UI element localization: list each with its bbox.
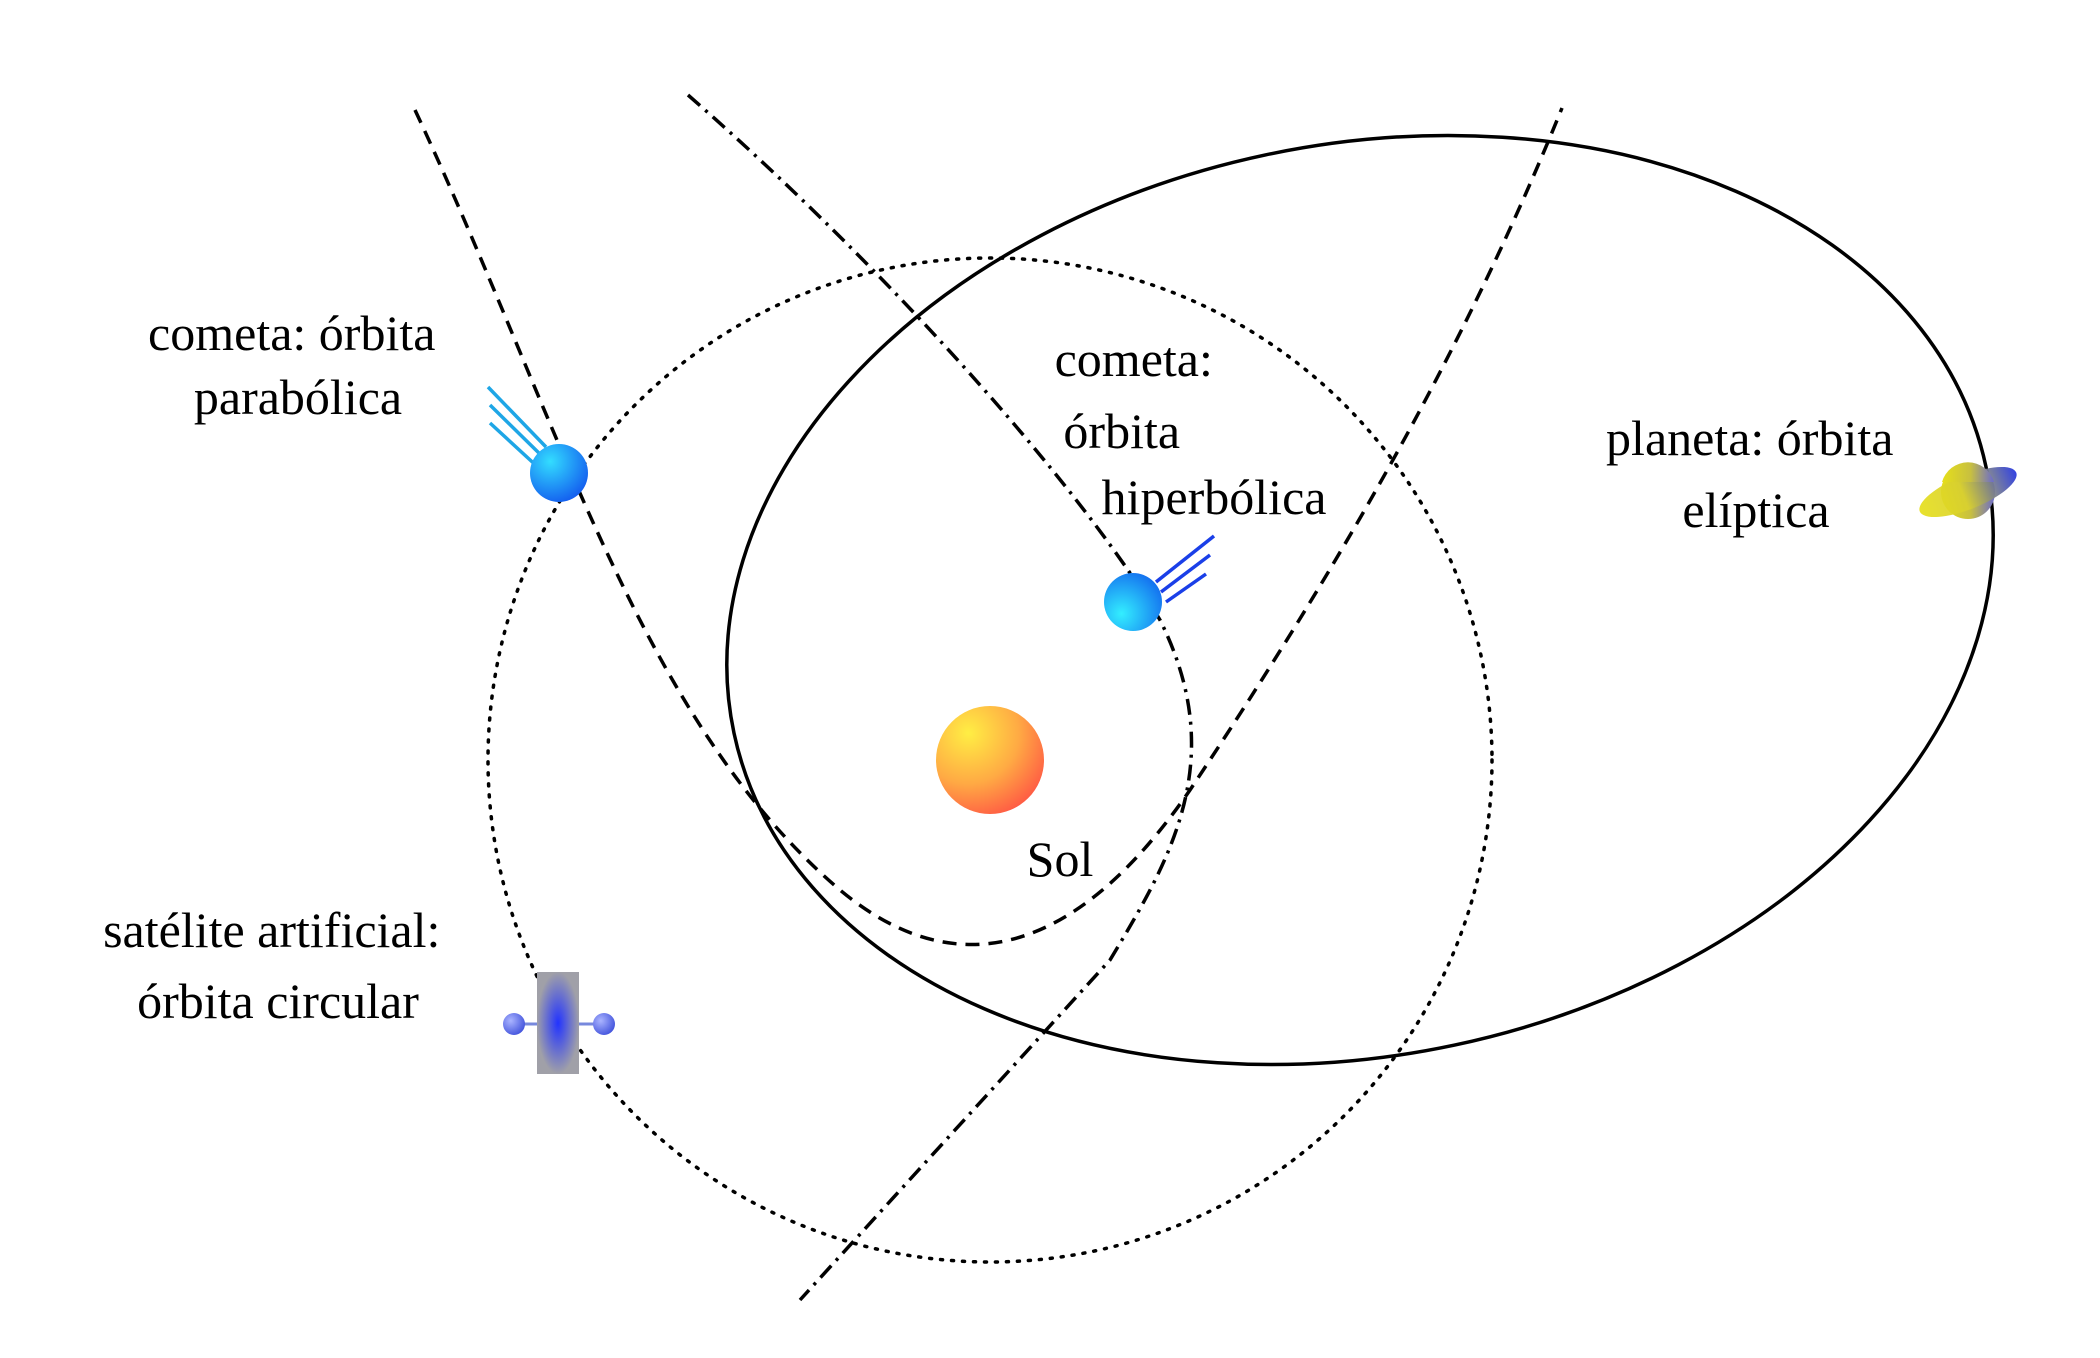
parabolic-label-line-2: parabólica bbox=[194, 369, 402, 425]
hyperbolic-orbit bbox=[686, 93, 1194, 1302]
comet-icon bbox=[1104, 534, 1216, 631]
circular-orbit bbox=[486, 256, 1494, 1264]
sun-label: Sol bbox=[1027, 831, 1094, 887]
parabolic-orbit bbox=[413, 107, 1564, 947]
hyperbolic-label-line-1: cometa: bbox=[1055, 331, 1213, 387]
sun-icon bbox=[936, 706, 1044, 814]
hyperbolic-label-line-2: órbita bbox=[1063, 403, 1180, 459]
circular-label-line-1: satélite artificial: bbox=[103, 902, 440, 958]
elliptic-label-line-1: planeta: órbita bbox=[1606, 410, 1893, 466]
circular-label-line-2: órbita circular bbox=[137, 973, 419, 1029]
satellite-icon bbox=[503, 972, 615, 1074]
elliptic-orbit bbox=[725, 133, 1995, 1067]
hyperbolic-label-line-3: hiperbólica bbox=[1102, 469, 1327, 525]
circular-label: satélite artificial: órbita circular bbox=[103, 902, 453, 1029]
ringed-planet-icon bbox=[1919, 462, 2017, 519]
elliptic-label: planeta: órbita elíptica bbox=[1606, 410, 1906, 538]
parabolic-label-line-1: cometa: órbita bbox=[148, 305, 435, 361]
parabolic-label: cometa: órbita parabólica bbox=[148, 305, 448, 425]
comet-icon bbox=[486, 385, 588, 502]
elliptic-label-line-2: elíptica bbox=[1682, 482, 1829, 538]
hyperbolic-label: cometa: órbita hiperbólica bbox=[1055, 331, 1327, 525]
